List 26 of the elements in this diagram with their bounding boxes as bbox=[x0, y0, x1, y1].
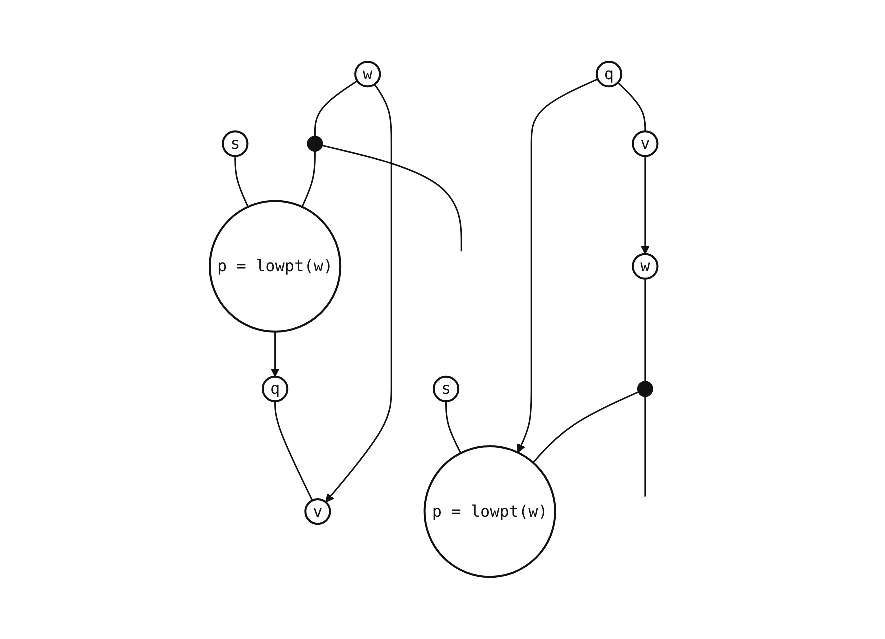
connector bbox=[314, 80, 358, 136]
connector bbox=[617, 82, 646, 132]
arrow bbox=[640, 156, 650, 255]
node-circle bbox=[637, 381, 654, 398]
connector bbox=[532, 392, 639, 464]
node-circle: p = lowpt(w) bbox=[424, 445, 556, 578]
node-circle: s bbox=[222, 130, 248, 158]
connector bbox=[234, 156, 249, 208]
node-circle: v bbox=[304, 498, 332, 526]
node-circle: w bbox=[354, 60, 381, 88]
arrow bbox=[325, 84, 392, 503]
node-circle: s bbox=[432, 376, 460, 402]
connector bbox=[445, 401, 462, 454]
node-circle: q bbox=[596, 60, 622, 88]
arrow bbox=[517, 78, 598, 454]
arrow bbox=[270, 332, 280, 378]
node-circle: p = lowpt(w) bbox=[208, 200, 342, 333]
connector bbox=[274, 401, 314, 501]
node-circle bbox=[307, 136, 323, 152]
node-circle: q bbox=[262, 376, 288, 402]
node-circle: v bbox=[632, 130, 659, 158]
connector bbox=[301, 151, 316, 208]
connector bbox=[644, 396, 646, 497]
node-circle: w bbox=[632, 253, 659, 280]
connector bbox=[644, 278, 646, 382]
connector bbox=[322, 144, 462, 252]
